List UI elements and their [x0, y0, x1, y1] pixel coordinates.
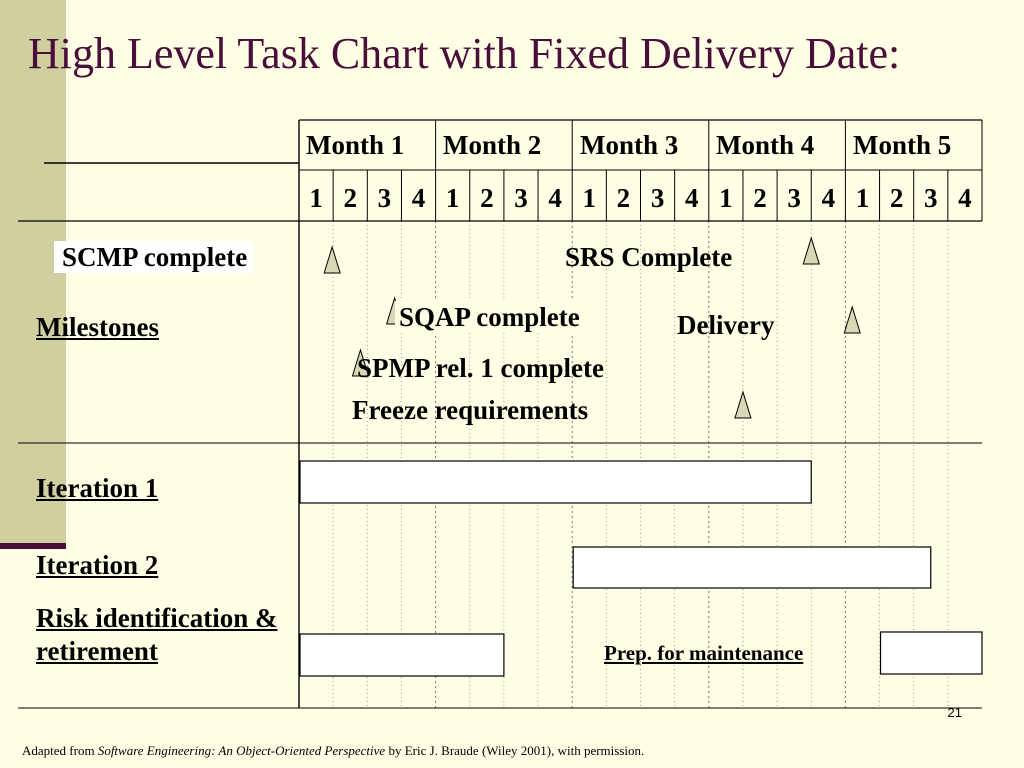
week-number-label: 3: [924, 183, 938, 213]
week-number-label: 1: [583, 183, 597, 213]
week-number-label: 3: [514, 183, 528, 213]
task-bar: [879, 631, 983, 675]
footer-citation: Adapted from Software Engineering: An Ob…: [22, 743, 644, 759]
month-3-header: Month 3: [580, 130, 679, 160]
task-bar: [299, 633, 505, 677]
week-number-label: 2: [343, 183, 357, 213]
milestone-marker: [351, 348, 370, 377]
decorative-side-line: [0, 543, 66, 549]
page-number: 21: [947, 705, 962, 720]
week-number-label: 4: [412, 183, 426, 213]
month-1-header: Month 1: [306, 130, 405, 160]
week-number-label: 2: [617, 183, 631, 213]
footer-suffix: by Eric J. Braude (Wiley 2001), with per…: [385, 743, 645, 758]
week-number-label: 1: [309, 183, 323, 213]
prep-maintenance-label: Prep. for maintenance: [604, 641, 804, 665]
footer-prefix: Adapted from: [22, 743, 98, 758]
week-number-label: 1: [856, 183, 870, 213]
week-number-label: 1: [719, 183, 733, 213]
week-number-label: 3: [787, 183, 801, 213]
week-number-label: 4: [822, 183, 836, 213]
week-number-label: 3: [651, 183, 665, 213]
row-label-risk: Risk identification & retirement: [36, 603, 278, 666]
milestone-label-spmp: SPMP rel. 1 complete: [357, 353, 604, 383]
milestone-label-scmp: SCMP complete: [54, 241, 254, 273]
milestone-label-freeze: Freeze requirements: [352, 395, 589, 425]
week-number-label: 2: [890, 183, 904, 213]
milestone-marker: [802, 236, 820, 265]
milestone-marker: [734, 390, 752, 419]
week-number-label: 3: [378, 183, 392, 213]
row-label-iteration-1: Iteration 1: [36, 473, 159, 503]
task-bar: [572, 546, 932, 589]
milestone-label-delivery: Delivery: [677, 310, 775, 340]
month-2-header: Month 2: [443, 130, 542, 160]
row-label-iteration-2: Iteration 2: [36, 550, 159, 580]
week-number-label: 4: [685, 183, 699, 213]
milestone-marker: [323, 245, 341, 274]
week-number-label: 4: [958, 183, 972, 213]
footer-book-title: Software Engineering: An Object-Oriented…: [97, 743, 386, 758]
page-title: High Level Task Chart with Fixed Deliver…: [28, 29, 901, 78]
row-label-milestones: Milestones: [36, 312, 159, 342]
month-4-header: Month 4: [716, 130, 815, 160]
week-number-label: 1: [446, 183, 460, 213]
milestone-label-srs: SRS Complete: [565, 242, 733, 272]
month-5-header: Month 5: [853, 130, 952, 160]
week-number-label: 4: [548, 183, 562, 213]
milestone-label-sqap: SQAP complete: [395, 301, 584, 333]
week-number-label: 2: [480, 183, 494, 213]
milestone-marker: [843, 305, 861, 334]
week-number-label: 2: [753, 183, 767, 213]
task-bar: [299, 460, 812, 504]
